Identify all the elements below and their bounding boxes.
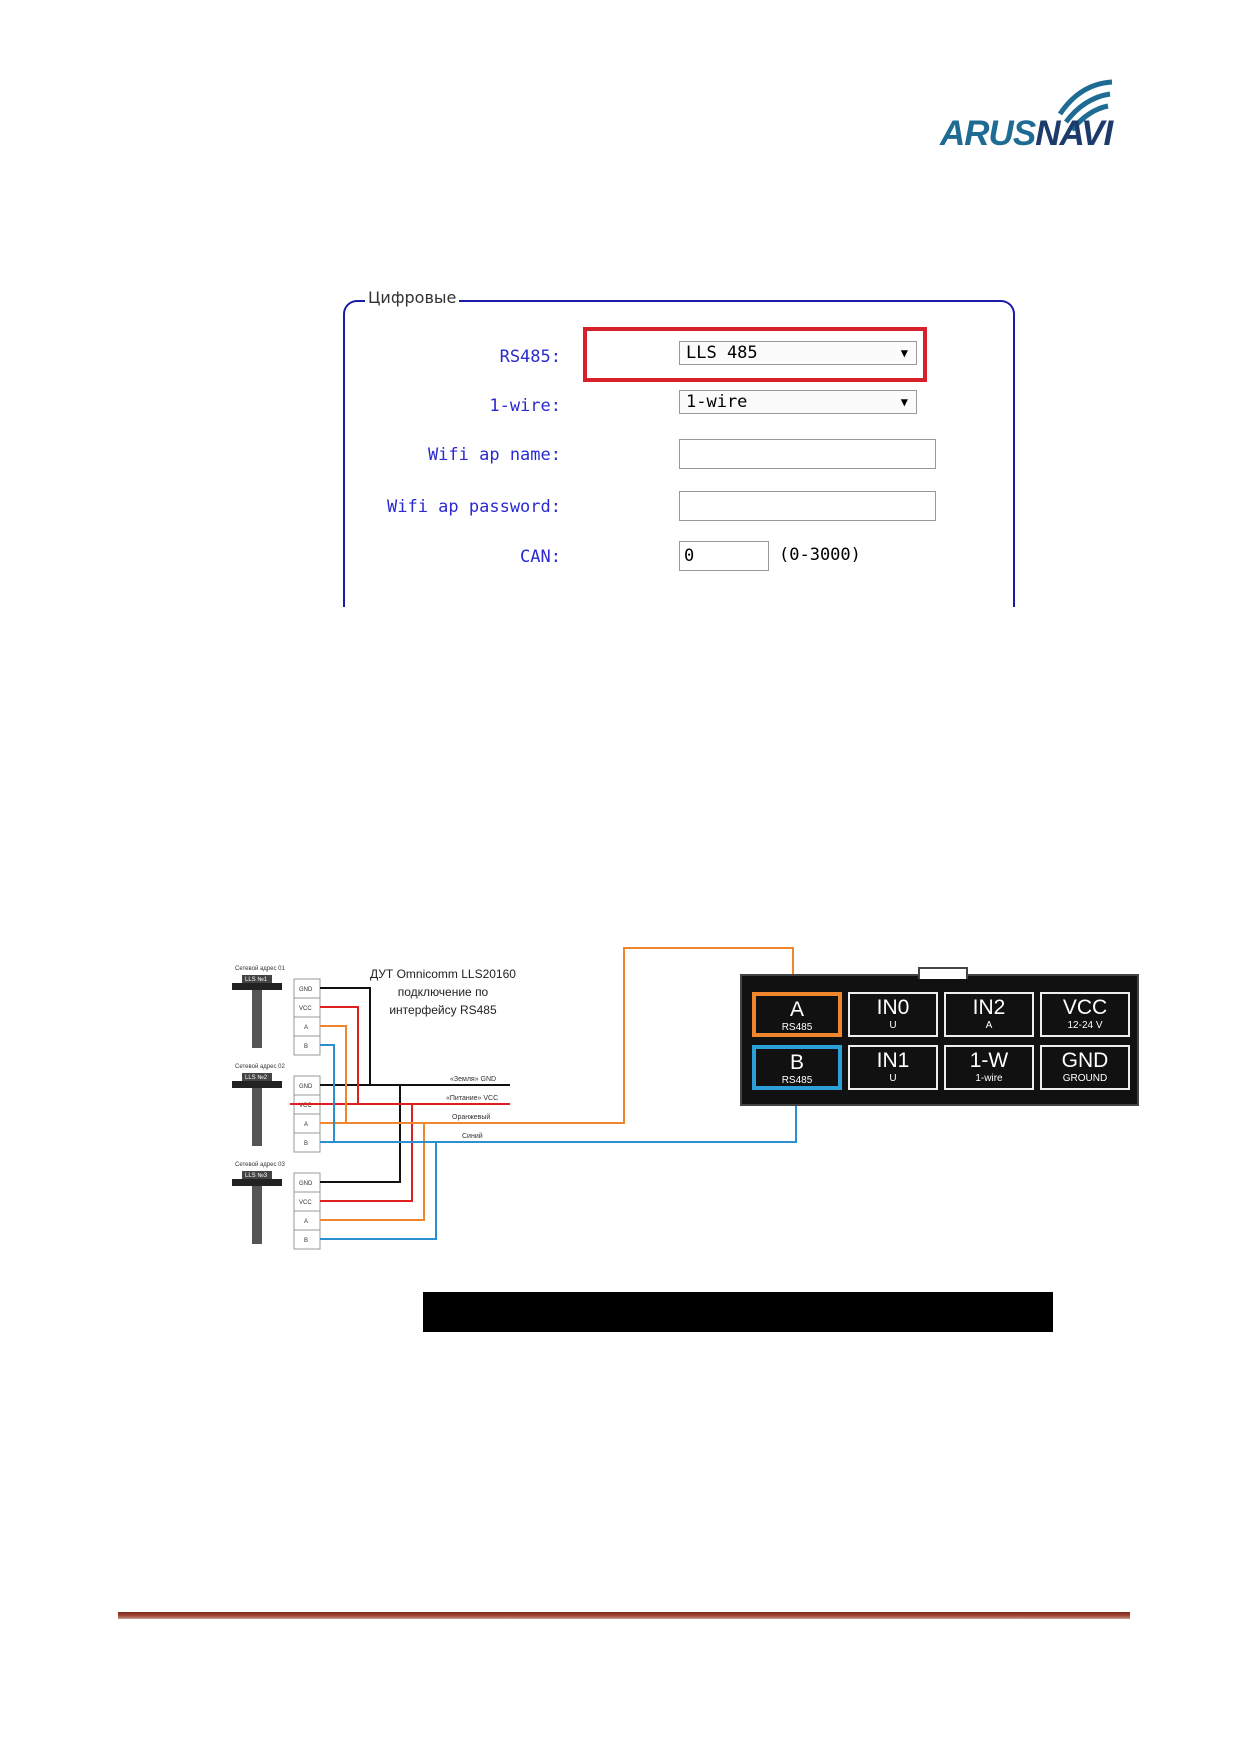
sensor-tag: Сетевой адрес 02 [235, 1063, 285, 1070]
digital-settings-panel: Цифровые RS485: LLS 485 ▼ 1-wire: 1-wire… [343, 288, 1015, 607]
svg-text:A: A [304, 1219, 308, 1225]
sensor-plate: LLS №1 [245, 976, 268, 983]
sensor-1: Сетевой адрес 01 LLS №1 [232, 965, 285, 1048]
wire-label-orange: Оранжевый [452, 1113, 490, 1121]
svg-text:GND: GND [299, 1181, 313, 1187]
terminal-block-1: GND VCC A B [293, 978, 321, 1056]
panel-legend: Цифровые [365, 288, 460, 307]
can-range-hint: (0-3000) [779, 545, 861, 565]
sensor-3: Сетевой адрес 03 LLS №3 [232, 1161, 285, 1244]
chevron-down-icon: ▼ [900, 395, 908, 409]
wifi-name-input[interactable] [679, 439, 936, 469]
sensor-tag: Сетевой адрес 01 [235, 965, 285, 972]
logo-wordmark: ARUSNAVI [940, 114, 1113, 153]
svg-text:VCC: VCC [299, 1006, 312, 1012]
a-wires [320, 947, 794, 1221]
onewire-select[interactable]: 1-wire ▼ [679, 390, 917, 414]
svg-text:B: B [304, 1238, 308, 1244]
terminal-block-2: GND VCC A B [293, 1075, 321, 1153]
wire-label-vcc: «Питание» VCC [446, 1095, 498, 1102]
svg-text:VCC: VCC [299, 1200, 312, 1206]
sensor-2: Сетевой адрес 02 LLS №2 [232, 1063, 285, 1146]
wiring-diagram: Сетевой адрес 01 LLS №1 Сетевой адрес 02… [230, 940, 1150, 1260]
wiring-svg: Сетевой адрес 01 LLS №1 Сетевой адрес 02… [232, 947, 797, 1250]
gnd-wires [320, 987, 510, 1183]
svg-text:B: B [304, 1044, 308, 1050]
rs485-highlight [583, 327, 927, 382]
wifi-name-label: Wifi ap name: [427, 445, 561, 465]
wifi-password-label: Wifi ap password: [387, 497, 561, 517]
onewire-select-value: 1-wire [686, 392, 748, 412]
onewire-label: 1-wire: [489, 396, 561, 416]
vcc-wires [290, 1006, 510, 1202]
arusnavi-logo: ARUSNAVI [940, 74, 1122, 154]
signal-waves-icon [1057, 79, 1113, 132]
diagram-title: ДУТ Omnicomm LLS20160 подключение по инт… [370, 967, 516, 1017]
wire-label-blue: Синий [462, 1132, 483, 1140]
sensor-tag: Сетевой адрес 03 [235, 1161, 285, 1168]
sensor-plate: LLS №3 [245, 1172, 268, 1179]
svg-text:VCC: VCC [299, 1103, 312, 1109]
svg-text:A: A [304, 1025, 308, 1031]
b-wires [320, 1044, 797, 1240]
rs485-select[interactable]: LLS 485 ▼ [679, 341, 917, 365]
svg-text:GND: GND [299, 1084, 313, 1090]
connector-notch [918, 967, 968, 979]
sensor-plate: LLS №2 [245, 1074, 268, 1081]
svg-text:GND: GND [299, 987, 313, 993]
redacted-caption-bar [423, 1292, 1053, 1332]
wifi-password-input[interactable] [679, 491, 936, 521]
rs485-label: RS485: [499, 347, 561, 367]
terminal-block-3: GND VCC A B [293, 1172, 321, 1250]
footer-divider [118, 1612, 1130, 1619]
rs485-select-value: LLS 485 [686, 343, 758, 363]
wire-label-gnd: «Земля» GND [450, 1076, 496, 1083]
chevron-down-icon: ▼ [900, 346, 908, 360]
can-label: CAN: [520, 547, 561, 567]
can-input[interactable]: 0 [679, 541, 769, 571]
svg-text:A: A [304, 1122, 308, 1128]
svg-text:B: B [304, 1141, 308, 1147]
